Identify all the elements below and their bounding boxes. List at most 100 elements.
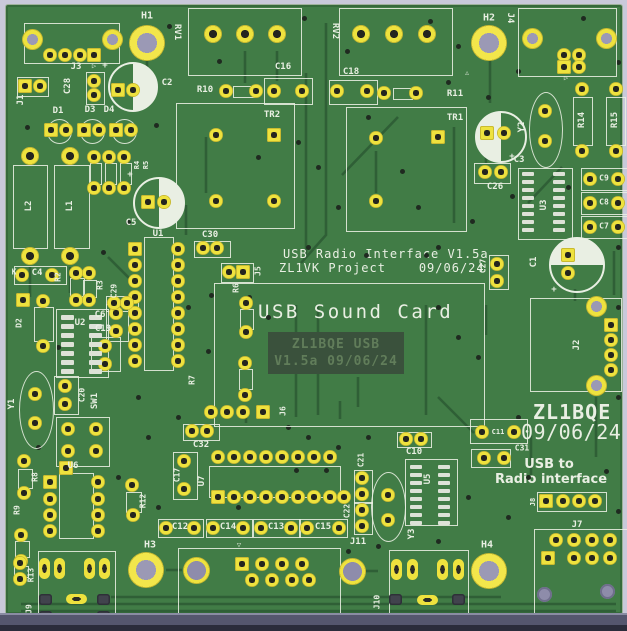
via <box>185 304 191 310</box>
refdes-label: H3 <box>143 539 157 551</box>
refdes-label: H2 <box>482 12 496 24</box>
pad-pin1 <box>480 126 494 140</box>
smd-pad <box>522 188 534 192</box>
pad <box>89 444 103 458</box>
refdes-label: C28 <box>63 77 73 95</box>
refdes-label: C15 <box>314 522 332 532</box>
pad <box>43 524 57 538</box>
smd-pad <box>438 521 450 525</box>
smd-pad <box>553 180 565 184</box>
pad <box>91 508 105 522</box>
smd-pad <box>438 465 450 469</box>
pad <box>572 60 586 74</box>
refdes-label: J2 <box>572 339 582 351</box>
pad <box>611 172 625 186</box>
pad <box>13 556 27 570</box>
pad <box>259 490 273 504</box>
component-outline <box>34 307 54 342</box>
via <box>175 414 181 420</box>
pad <box>82 266 96 280</box>
pad <box>177 482 191 496</box>
pad <box>604 363 618 377</box>
pad <box>572 494 586 508</box>
pad <box>43 508 57 522</box>
refdes-label: C16 <box>274 62 292 72</box>
refdes-label: C7 <box>599 221 609 231</box>
silkscreen-project-subtitle: ZL1VK Project 09/06/24 <box>279 261 485 275</box>
refdes-label: J6 <box>278 406 288 416</box>
pad <box>102 150 116 164</box>
pad-large <box>101 28 123 50</box>
pad <box>291 490 305 504</box>
smd-pad <box>89 342 102 347</box>
smd-pad <box>438 481 450 485</box>
refdes-label: U3 <box>539 199 549 211</box>
via <box>255 154 261 160</box>
component-outline <box>489 255 509 290</box>
smd-pad <box>438 489 450 493</box>
pad <box>355 487 369 501</box>
pad <box>209 194 223 208</box>
pad <box>268 25 286 43</box>
pad <box>58 397 72 411</box>
pad <box>267 194 281 208</box>
pcb-board: ZL1BQE USB V1.5a 09/06/24 USB Radio Inte… <box>5 4 627 626</box>
pad <box>128 322 142 336</box>
pad <box>275 557 289 571</box>
pad <box>275 450 289 464</box>
smd-pad <box>410 481 422 485</box>
pad <box>171 290 185 304</box>
pad <box>561 266 575 280</box>
pad <box>211 450 225 464</box>
via <box>485 94 491 100</box>
smd-pad <box>522 172 534 176</box>
pad <box>236 521 250 535</box>
pad <box>239 325 253 339</box>
refdes-label: R15 <box>610 111 620 129</box>
via <box>465 494 471 500</box>
via <box>315 164 321 170</box>
via <box>475 354 481 360</box>
pad <box>222 265 236 279</box>
refdes-label: J10 <box>372 594 382 610</box>
pad-oval <box>406 558 418 580</box>
pad <box>583 196 597 210</box>
trace <box>300 23 328 264</box>
via <box>55 344 61 350</box>
refdes-label: R2 <box>53 272 63 282</box>
hole <box>536 586 552 602</box>
via <box>305 434 311 440</box>
component-outline <box>14 266 67 285</box>
pad <box>291 450 305 464</box>
refdes-label: R14 <box>577 111 587 129</box>
via <box>135 394 141 400</box>
smd-pad <box>410 505 422 509</box>
pad <box>33 79 47 93</box>
pad <box>89 422 103 436</box>
refdes-label: C31 <box>514 443 530 453</box>
pad <box>307 490 321 504</box>
module-text-line1: ZL1BQE USB <box>291 337 381 352</box>
via <box>115 474 121 480</box>
via <box>365 114 371 120</box>
via <box>265 314 271 320</box>
component-outline <box>581 192 627 215</box>
refdes-label: U6 <box>67 461 79 471</box>
via <box>285 424 291 430</box>
pad <box>209 128 223 142</box>
pad <box>200 424 214 438</box>
smd-pad <box>89 360 102 365</box>
pad <box>243 450 257 464</box>
via <box>375 543 381 549</box>
via <box>335 444 341 450</box>
pad <box>475 425 489 439</box>
pad-pin1 <box>128 242 142 256</box>
refdes-label: C3 <box>513 155 525 165</box>
pad-pin1 <box>604 318 618 332</box>
pad-large <box>521 27 543 49</box>
pad <box>497 451 511 465</box>
pad <box>567 533 581 547</box>
refdes-label: C2 <box>161 78 173 88</box>
pad <box>128 274 142 288</box>
